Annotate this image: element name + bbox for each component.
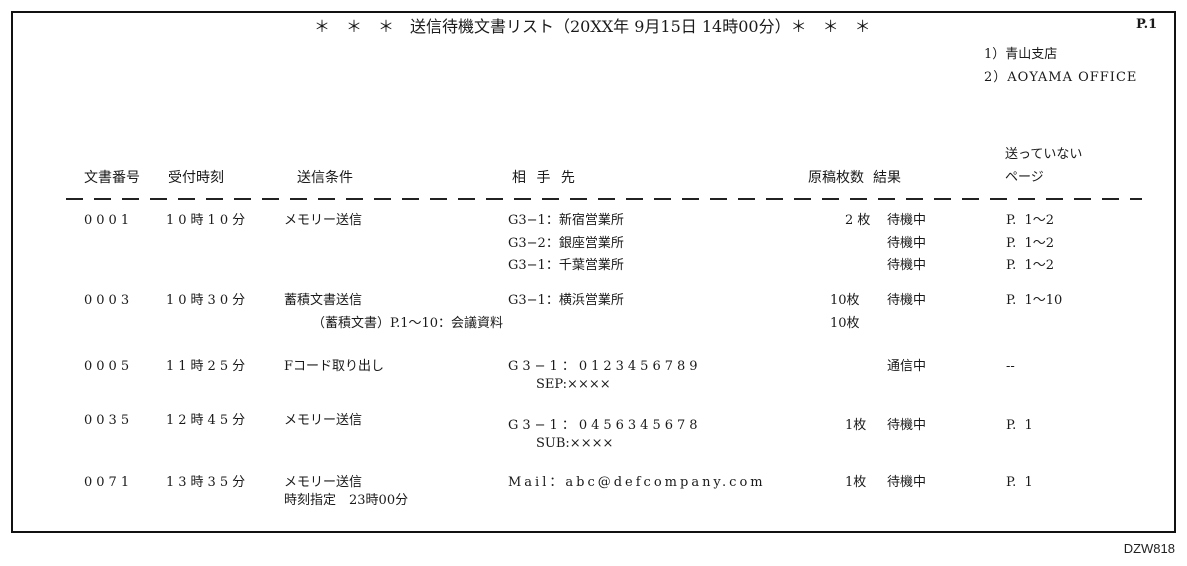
page-number: P.1: [1136, 17, 1158, 32]
col-unsent-2: ページ: [1005, 170, 1044, 185]
sender-line-2: 2）AOYAMA OFFICE: [984, 70, 1138, 85]
col-result: 結果: [873, 170, 901, 186]
report-title: ＊ ＊ ＊ 送信待機文書リスト（20XX年 9月15日 14時00分）＊ ＊ ＊: [314, 17, 871, 36]
header-divider: [66, 198, 1142, 200]
col-unsent-1: 送っていない: [1005, 147, 1083, 162]
col-doc-no: 文書番号: [84, 170, 140, 186]
col-destination: 相 手 先: [512, 170, 578, 186]
figure-code: DZW818: [1123, 541, 1175, 556]
sender-line-1: 1）青山支店: [984, 47, 1058, 62]
report-frame: [11, 11, 1176, 533]
col-condition: 送信条件: [297, 170, 353, 186]
col-pages: 原稿枚数: [808, 170, 864, 186]
col-received: 受付時刻: [168, 170, 224, 186]
